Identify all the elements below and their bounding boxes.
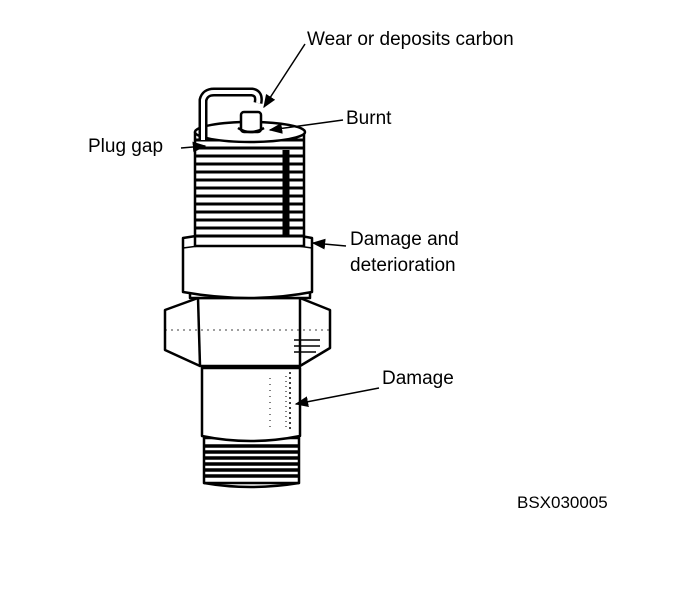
damage-deterioration-line1: Damage and: [350, 229, 459, 250]
plug-gap-leader: [180, 141, 207, 153]
ground-electrode: [198, 87, 263, 140]
leader-lines: [180, 43, 380, 408]
damage-det-leader: [311, 238, 347, 250]
center-electrode: [237, 110, 265, 134]
upper-threads: [193, 120, 307, 248]
damage-leader: [294, 387, 380, 408]
burnt-leader: [268, 119, 344, 134]
lower-threads: [202, 436, 301, 489]
damage-label: Damage: [382, 368, 454, 389]
damage-deterioration-label: Damage and deterioration: [350, 227, 459, 279]
wear-leader: [263, 43, 306, 109]
spark-plug-illustration: [163, 87, 332, 489]
barrel: [200, 366, 302, 443]
wear-label: Wear or deposits carbon: [307, 29, 514, 50]
plug-gap-label: Plug gap: [88, 136, 164, 157]
burnt-label: Burnt: [346, 108, 392, 129]
hex-nut: [163, 296, 332, 368]
damage-deterioration-line2: deterioration: [350, 255, 456, 276]
figure-code: BSX030005: [517, 493, 608, 512]
